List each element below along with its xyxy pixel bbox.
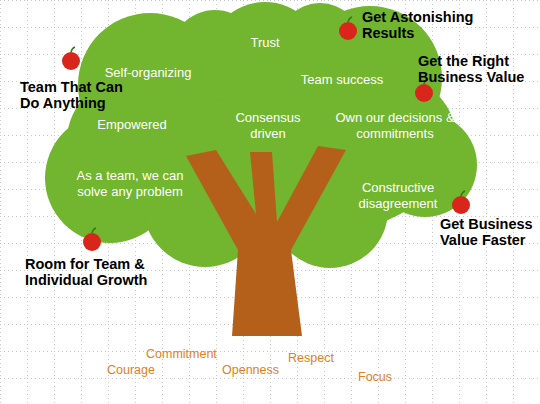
callout-label: Get Business Value Faster [440, 216, 540, 248]
value-label: Respect [288, 351, 358, 366]
apple [62, 47, 80, 70]
value-label: Focus [358, 370, 418, 385]
apple [415, 79, 433, 102]
tree-trunk [186, 146, 346, 336]
tree-canopy: TrustSelf-organizing Team successEmpowere… [40, 0, 480, 272]
canopy-text: Team success [287, 72, 397, 88]
value-label: Courage [107, 363, 177, 378]
canopy-text: As a team, we can solve any problem [74, 168, 186, 201]
canopy-text: Self-organizing [88, 65, 208, 81]
canopy-text: Constructive disagreement [343, 180, 453, 213]
callout-label: Room for Team & Individual Growth [25, 256, 165, 288]
canopy-text: Consensus driven [226, 110, 310, 143]
value-label: Commitment [146, 347, 236, 362]
canopy-text: Own our decisions & commitments [323, 110, 468, 143]
apple [83, 228, 101, 251]
canopy-text: Trust [225, 35, 305, 51]
canopy-text: Empowered [82, 117, 182, 133]
apple [452, 191, 470, 214]
value-label: Openness [222, 363, 302, 378]
apple [339, 17, 357, 40]
